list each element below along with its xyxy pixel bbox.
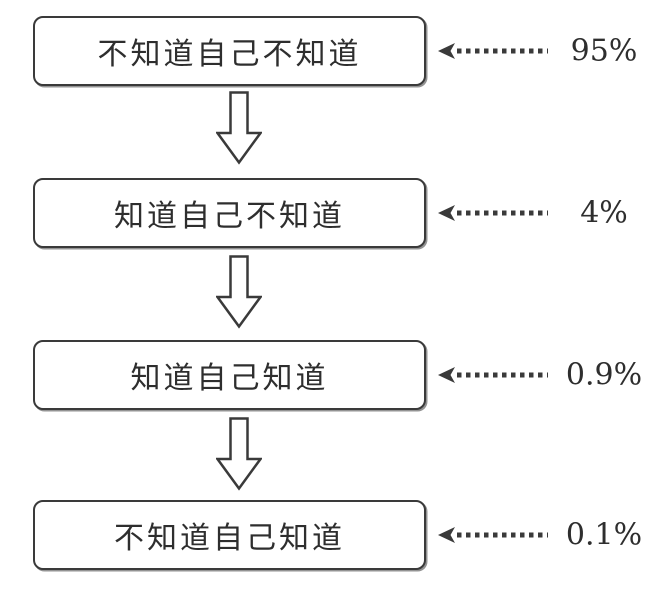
down-arrow-icon-2 — [216, 255, 262, 329]
flow-row-2: 知道自己不知道 4% — [0, 178, 663, 248]
down-arrow-icon-3 — [216, 417, 262, 491]
flow-box-1: 不知道自己不知道 — [33, 16, 426, 86]
percentage-label-4: 0.1% — [565, 517, 643, 553]
percentage-label-2: 4% — [580, 195, 628, 231]
flow-box-2-label: 知道自己不知道 — [114, 199, 345, 234]
dotted-left-arrow-icon — [438, 527, 548, 543]
flow-box-4-label: 不知道自己知道 — [114, 521, 345, 556]
percentage-label-3: 0.9% — [565, 357, 643, 393]
flow-box-4: 不知道自己知道 — [33, 500, 426, 570]
percentage-label-1: 95% — [570, 33, 638, 69]
down-arrow-icon-1 — [216, 91, 262, 165]
flow-box-3-label: 知道自己知道 — [130, 361, 329, 396]
dotted-left-arrow-icon — [438, 205, 548, 221]
dotted-left-arrow-icon — [438, 43, 548, 59]
flow-row-4: 不知道自己知道 0.1% — [0, 500, 663, 570]
flow-box-2: 知道自己不知道 — [33, 178, 426, 248]
flow-row-3: 知道自己知道 0.9% — [0, 340, 663, 410]
dotted-left-arrow-icon — [438, 367, 548, 383]
flow-box-1-label: 不知道自己不知道 — [97, 37, 362, 72]
flow-box-3: 知道自己知道 — [33, 340, 426, 410]
flow-row-1: 不知道自己不知道 95% — [0, 16, 663, 86]
